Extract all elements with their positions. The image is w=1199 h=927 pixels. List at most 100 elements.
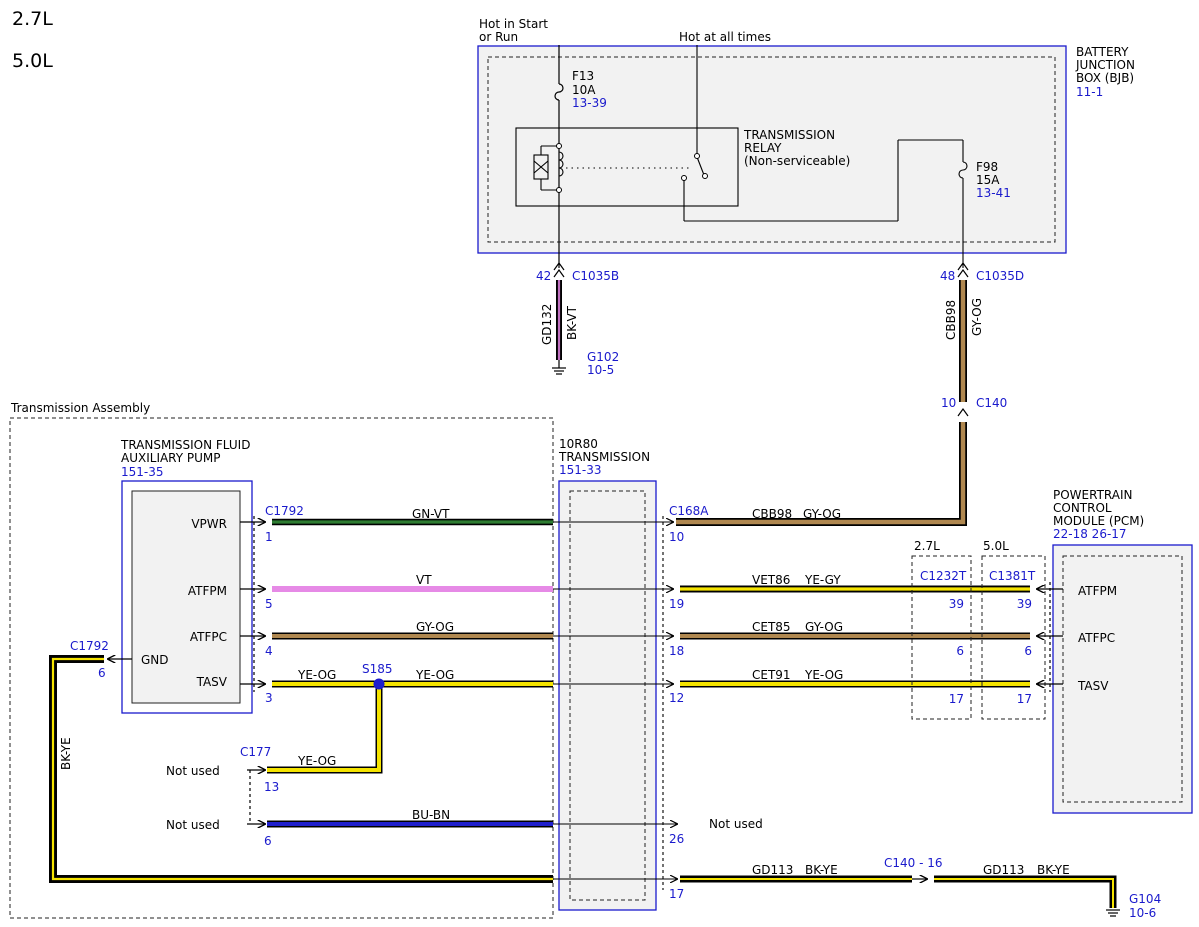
wire-label-ye-og-c177: YE-OG <box>297 754 336 768</box>
splice-label: S185 <box>362 662 393 676</box>
c1381t-box <box>981 555 1046 720</box>
g104-name: G104 <box>1129 892 1161 906</box>
c168a-pin-10: 10 <box>669 530 684 544</box>
g102-name: G102 <box>587 350 619 364</box>
left-drop-circuit: GD132 <box>540 304 554 345</box>
engine-variant-27: 2.7L <box>12 8 53 30</box>
c1792-pin-4: 4 <box>265 644 273 658</box>
10r80-pass-through <box>553 516 677 890</box>
pump-leads <box>108 516 265 692</box>
lower-not-used: Not used <box>166 818 220 832</box>
wire-label-cet85-color: GY-OG <box>805 620 843 634</box>
c168a-pin-26: 26 <box>669 832 684 846</box>
right-drop-connector <box>957 261 969 417</box>
wire-label-vet86-color: YE-GY <box>804 573 841 587</box>
10r80-title-2: TRANSMISSION <box>558 450 650 464</box>
10r80-title-1: 10R80 <box>559 437 598 451</box>
ground-g102-symbol <box>552 360 566 375</box>
c1792-pin-1: 1 <box>265 530 273 544</box>
left-drop-color: BK-VT <box>565 305 579 340</box>
f98-rating: 15A <box>976 173 1000 187</box>
c1792-pin-3: 3 <box>265 691 273 705</box>
c168a-name: C168A <box>669 504 709 518</box>
left-drop-pin: 42 <box>536 269 551 283</box>
left-drop-connector <box>553 261 565 278</box>
relay-title-1: TRANSMISSION <box>743 128 835 142</box>
hot-in-start-2: or Run <box>479 30 518 44</box>
c177-connector <box>247 770 265 824</box>
pcm-pin-atfpm: ATFPM <box>1078 584 1117 598</box>
battery-junction-box <box>477 45 1067 254</box>
relay-title-2: RELAY <box>744 141 782 155</box>
bjb-title-1: BATTERY <box>1076 45 1129 59</box>
wire-gd113-b-inner <box>934 878 1114 908</box>
pump-pin-atfpm: ATFPM <box>188 584 227 598</box>
wire-label-vt: VT <box>416 573 432 587</box>
c1232t-pin-39: 39 <box>949 597 964 611</box>
c168a-pin-18: 18 <box>669 644 684 658</box>
wire-label-cbb98: CBB98 <box>752 507 792 521</box>
right-drop-pin: 48 <box>940 269 955 283</box>
c1232t-engine: 2.7L <box>914 539 940 553</box>
f13-ref: 13-39 <box>572 96 607 110</box>
wire-label-gd113-a: GD113 <box>752 863 793 877</box>
g102-ref: 10-5 <box>587 363 614 377</box>
c1381t-pin-39: 39 <box>1017 597 1032 611</box>
wire-label-ye-og-b: YE-OG <box>415 668 454 682</box>
wire-gd113-b-outer <box>934 875 1117 908</box>
c140-16-label: C140 - 16 <box>884 856 943 870</box>
bjb-title-2: JUNCTION <box>1075 58 1135 72</box>
c168a-pin-12: 12 <box>669 691 684 705</box>
wire-ye-og-c177-inner <box>267 684 381 772</box>
transmission-relay <box>515 45 968 268</box>
10r80-ref: 151-33 <box>559 463 602 477</box>
f13-name: F13 <box>572 69 594 83</box>
wire-label-ye-og-a: YE-OG <box>297 668 336 682</box>
transmission-10r80-box <box>558 480 657 911</box>
lower-not-used-pin: 6 <box>264 834 272 848</box>
wire-label-gd113-a-color: BK-YE <box>805 863 838 877</box>
wire-bk-ye-left-inner <box>51 657 553 881</box>
c1381t-pin-6: 6 <box>1024 644 1032 658</box>
pump-title-1: TRANSMISSION FLUID <box>120 438 250 452</box>
pump-title-2: AUXILIARY PUMP <box>121 451 221 465</box>
hot-at-all-times: Hot at all times <box>679 30 771 44</box>
pcm-ref: 22-18 26-17 <box>1053 527 1127 541</box>
wire-label-gy-og: GY-OG <box>416 620 454 634</box>
wire-label-cet91: CET91 <box>752 668 791 682</box>
c1381t-pin-17: 17 <box>1017 692 1032 706</box>
c1232t-box <box>911 555 972 720</box>
left-drop-connector-name: C1035B <box>572 269 619 283</box>
wire-label-gd113-b: GD113 <box>983 863 1024 877</box>
c1792-pin-5: 5 <box>265 597 273 611</box>
wire-label-bk-ye: BK-YE <box>59 737 73 770</box>
transmission-assembly-box <box>9 417 554 919</box>
pump-pin-gnd: GND <box>141 653 169 667</box>
wire-label-bu-bn: BU-BN <box>412 808 450 822</box>
c1232t-pin-6: 6 <box>956 644 964 658</box>
wire-label-gn-vt: GN-VT <box>412 507 450 521</box>
bjb-ref: 11-1 <box>1076 85 1103 99</box>
c1792-gnd-pin: 6 <box>98 666 106 680</box>
right-drop-connector-name: C1035D <box>976 269 1024 283</box>
wire-label-cet91-color: YE-OG <box>804 668 843 682</box>
f98-name: F98 <box>976 160 998 174</box>
wire-label-cet85: CET85 <box>752 620 791 634</box>
g104-ref: 10-6 <box>1129 906 1156 920</box>
c1792-name: C1792 <box>265 504 304 518</box>
hot-in-start-1: Hot in Start <box>479 17 548 31</box>
c140-name: C140 <box>976 396 1007 410</box>
c1792-gnd-name: C1792 <box>70 639 109 653</box>
f13-rating: 10A <box>572 83 596 97</box>
wire-label-gd113-b-color: BK-YE <box>1037 863 1070 877</box>
ground-g104-symbol <box>1106 909 1120 917</box>
pcm-leads <box>1037 582 1063 692</box>
pcm-pin-atfpc: ATFPC <box>1078 631 1115 645</box>
wire-cbb98-lower-inner <box>676 422 966 525</box>
relay-title-3: (Non-serviceable) <box>744 154 850 168</box>
pump-pin-tasv: TASV <box>196 675 228 689</box>
c168a-pin-19: 19 <box>669 597 684 611</box>
pcm-title-1: POWERTRAIN <box>1053 488 1133 502</box>
wire-label-vet86: VET86 <box>752 573 790 587</box>
